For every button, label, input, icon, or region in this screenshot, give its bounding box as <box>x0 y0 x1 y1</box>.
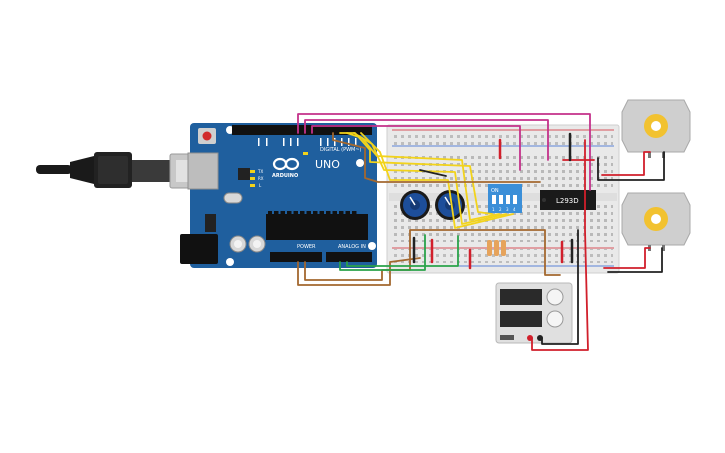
wire-black <box>607 247 663 273</box>
dip-switch-on-label: ON <box>491 188 499 194</box>
analog-pins-label: ANALOG IN <box>338 244 366 250</box>
power-supply-icon <box>495 282 573 344</box>
arduino-logo-icon <box>272 157 300 171</box>
wire-red <box>603 247 651 269</box>
resistor-icon <box>487 240 506 256</box>
wire-brown <box>297 257 421 286</box>
wire-brown <box>332 132 541 183</box>
wire-magenta <box>304 119 549 161</box>
motor-driver-ic: L293D <box>540 190 596 210</box>
dip-pos-2: 2 <box>499 207 502 212</box>
wire-magenta <box>297 113 591 191</box>
wire-yellow <box>360 132 514 229</box>
arduino-model: UNO <box>315 158 340 171</box>
arduino-uno-board: UNO ARDUINO DIGITAL (PWM~) POWER ANALOG … <box>180 123 377 268</box>
dc-motor-icon <box>621 99 691 158</box>
dip-pos-1: 1 <box>492 207 495 212</box>
wire-black <box>597 151 665 181</box>
wire-green <box>346 235 459 267</box>
dc-motor-icon <box>621 192 691 251</box>
rx-led-label: RX <box>258 176 264 181</box>
wire-red <box>601 151 651 176</box>
dip-pos-4: 4 <box>513 207 516 212</box>
wire-black <box>541 229 579 345</box>
tx-led-label: TX <box>257 169 263 174</box>
power-pins-label: POWER <box>297 244 316 250</box>
potentiometer-icon[interactable] <box>400 190 430 220</box>
wire-green <box>339 234 426 271</box>
wire-magenta <box>311 125 521 171</box>
arduino-brand: ARDUINO <box>272 173 298 179</box>
wire-red <box>531 139 589 351</box>
l-led-label: L <box>259 183 262 188</box>
dip-pos-3: 3 <box>506 207 509 212</box>
driver-ic-label: L293D <box>556 197 579 205</box>
wire-black <box>419 169 447 177</box>
potentiometer-icon[interactable] <box>435 190 465 220</box>
dip-switch-icon[interactable]: ON 1 2 3 4 <box>488 184 522 213</box>
wires <box>297 113 665 351</box>
digital-pins-label: DIGITAL (PWM~) <box>320 147 362 153</box>
